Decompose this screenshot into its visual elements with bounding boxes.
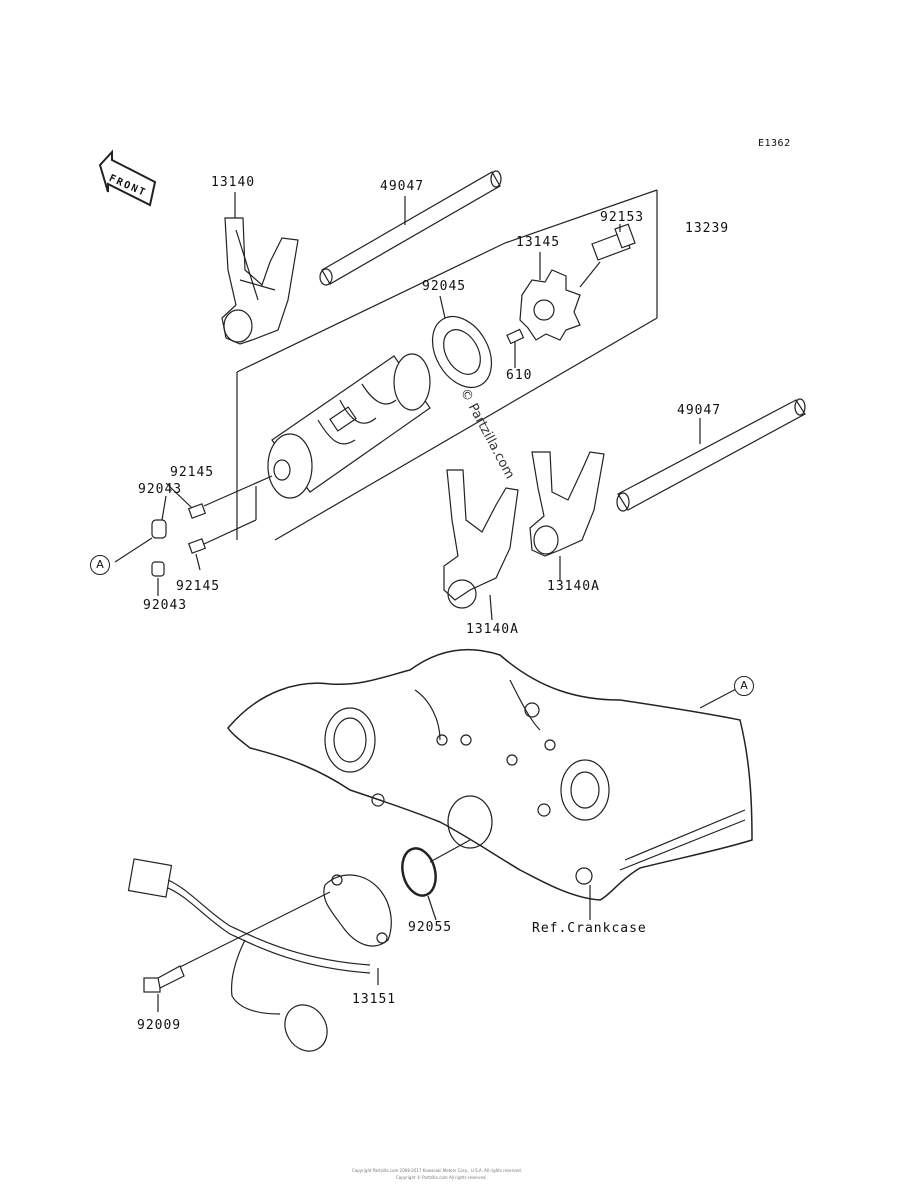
footer-copyright-line-2: Copyright © Partzilla.com All rights res… (396, 1175, 487, 1180)
springs-and-pins (114, 475, 273, 577)
crankcase (227, 648, 753, 920)
part-label-49047-right: 49047 (677, 403, 722, 418)
pin-610 (506, 328, 525, 368)
o-ring-92055 (401, 839, 471, 921)
group-bracket-13239 (236, 189, 658, 541)
part-label-610: 610 (506, 368, 533, 383)
shift-rod-49047-top (319, 170, 502, 286)
diagram-code: E1362 (758, 138, 791, 149)
part-label-92145-top: 92145 (170, 465, 215, 480)
footer-copyright-line-1: Copyright Partzilla.com 2008-2017 Kawasa… (352, 1168, 522, 1173)
part-label-92043-top: 92043 (138, 482, 183, 497)
part-label-13239: 13239 (685, 221, 730, 236)
part-label-92009: 92009 (137, 1018, 182, 1033)
shift-fork-13140A-bottom (443, 469, 519, 609)
callout-a-left: A (90, 555, 110, 575)
ref-crankcase-label: Ref.Crankcase (532, 921, 647, 936)
shift-rod-49047-right (616, 398, 806, 512)
gear-position-sensor-13151 (127, 858, 392, 1052)
shift-drum (267, 353, 431, 499)
callout-a-right: A (734, 676, 754, 696)
shift-fork-13140A-right (529, 451, 605, 557)
shift-fork-13140 (221, 217, 299, 345)
part-label-92043-bottom: 92043 (143, 598, 188, 613)
part-label-13140A-right: 13140A (547, 579, 600, 594)
part-label-13145: 13145 (516, 235, 561, 250)
bolt-92153 (579, 223, 636, 288)
leader-lines (157, 192, 701, 621)
front-arrow-icon (98, 149, 157, 207)
bolt-92009 (143, 965, 185, 1012)
part-label-92153: 92153 (600, 210, 645, 225)
part-label-13151: 13151 (352, 992, 397, 1007)
bearing-92045 (431, 316, 493, 388)
part-label-92055: 92055 (408, 920, 453, 935)
part-label-92045: 92045 (422, 279, 467, 294)
part-label-49047-top: 49047 (380, 179, 425, 194)
part-label-92145-bottom: 92145 (176, 579, 221, 594)
part-label-13140A-bottom: 13140A (466, 622, 519, 637)
part-label-13140: 13140 (211, 175, 256, 190)
shift-cam-13145 (519, 269, 581, 341)
